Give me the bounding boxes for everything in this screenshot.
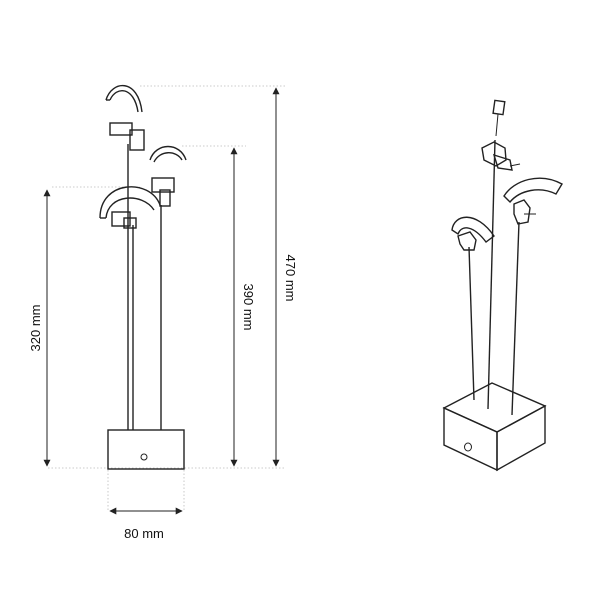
isometric-view <box>442 99 563 472</box>
lamp-head-top-front <box>105 85 145 151</box>
lamp-head-top-isometric <box>481 99 521 171</box>
switch-button-front <box>140 453 148 461</box>
lamp-base-isometric <box>442 382 547 472</box>
guide-lines <box>48 85 286 512</box>
lamp-head-left-isometric <box>451 216 495 251</box>
dimension-label-470: 470 mm <box>283 255 298 302</box>
front-elevation: 320 mm 390 mm 470 mm 80 mm <box>28 85 298 541</box>
dimension-label-320: 320 mm <box>28 305 43 352</box>
dimension-label-390: 390 mm <box>241 284 256 331</box>
lamp-stems-isometric <box>468 139 520 416</box>
lamp-stems-front <box>127 144 162 430</box>
lamp-head-mid-front <box>149 145 187 207</box>
lamp-head-right-isometric <box>503 177 563 225</box>
lamp-base-front <box>107 429 185 470</box>
dimension-label-80: 80 mm <box>124 526 164 541</box>
lamp-head-low-front <box>99 186 161 229</box>
switch-button-isometric <box>464 442 472 452</box>
